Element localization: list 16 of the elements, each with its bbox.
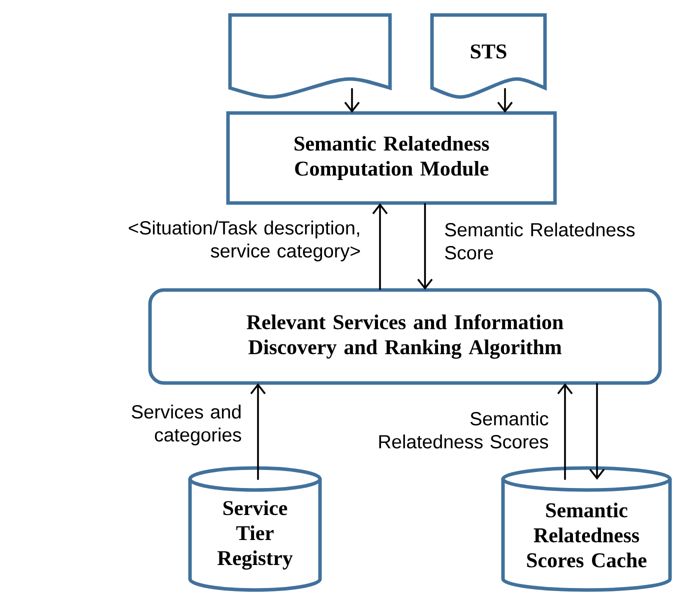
arrow — [372, 203, 388, 290]
arrow — [250, 383, 266, 480]
arrow — [417, 203, 433, 290]
module-box: Semantic Relatedness Computation Module — [226, 111, 557, 205]
arrow — [344, 88, 360, 113]
database-cylinder: Service Tier Registry — [188, 466, 322, 592]
arrow — [557, 383, 573, 480]
edge-label: Semantic Relatedness Score — [445, 222, 635, 260]
arrow — [589, 383, 605, 480]
algorithm-box: Relevant Services and Information Discovery and Ranking Algorithm — [148, 288, 662, 385]
edge-label: Semantic Relatedness Scores — [379, 412, 548, 448]
document-shape — [228, 13, 392, 99]
edge-label: <Situation/Task description, service category> — [128, 220, 360, 262]
database-cylinder: Semantic Relatedness Scores Cache — [501, 466, 672, 592]
edge-label: Services and categories — [132, 404, 242, 446]
arrow — [497, 88, 513, 113]
